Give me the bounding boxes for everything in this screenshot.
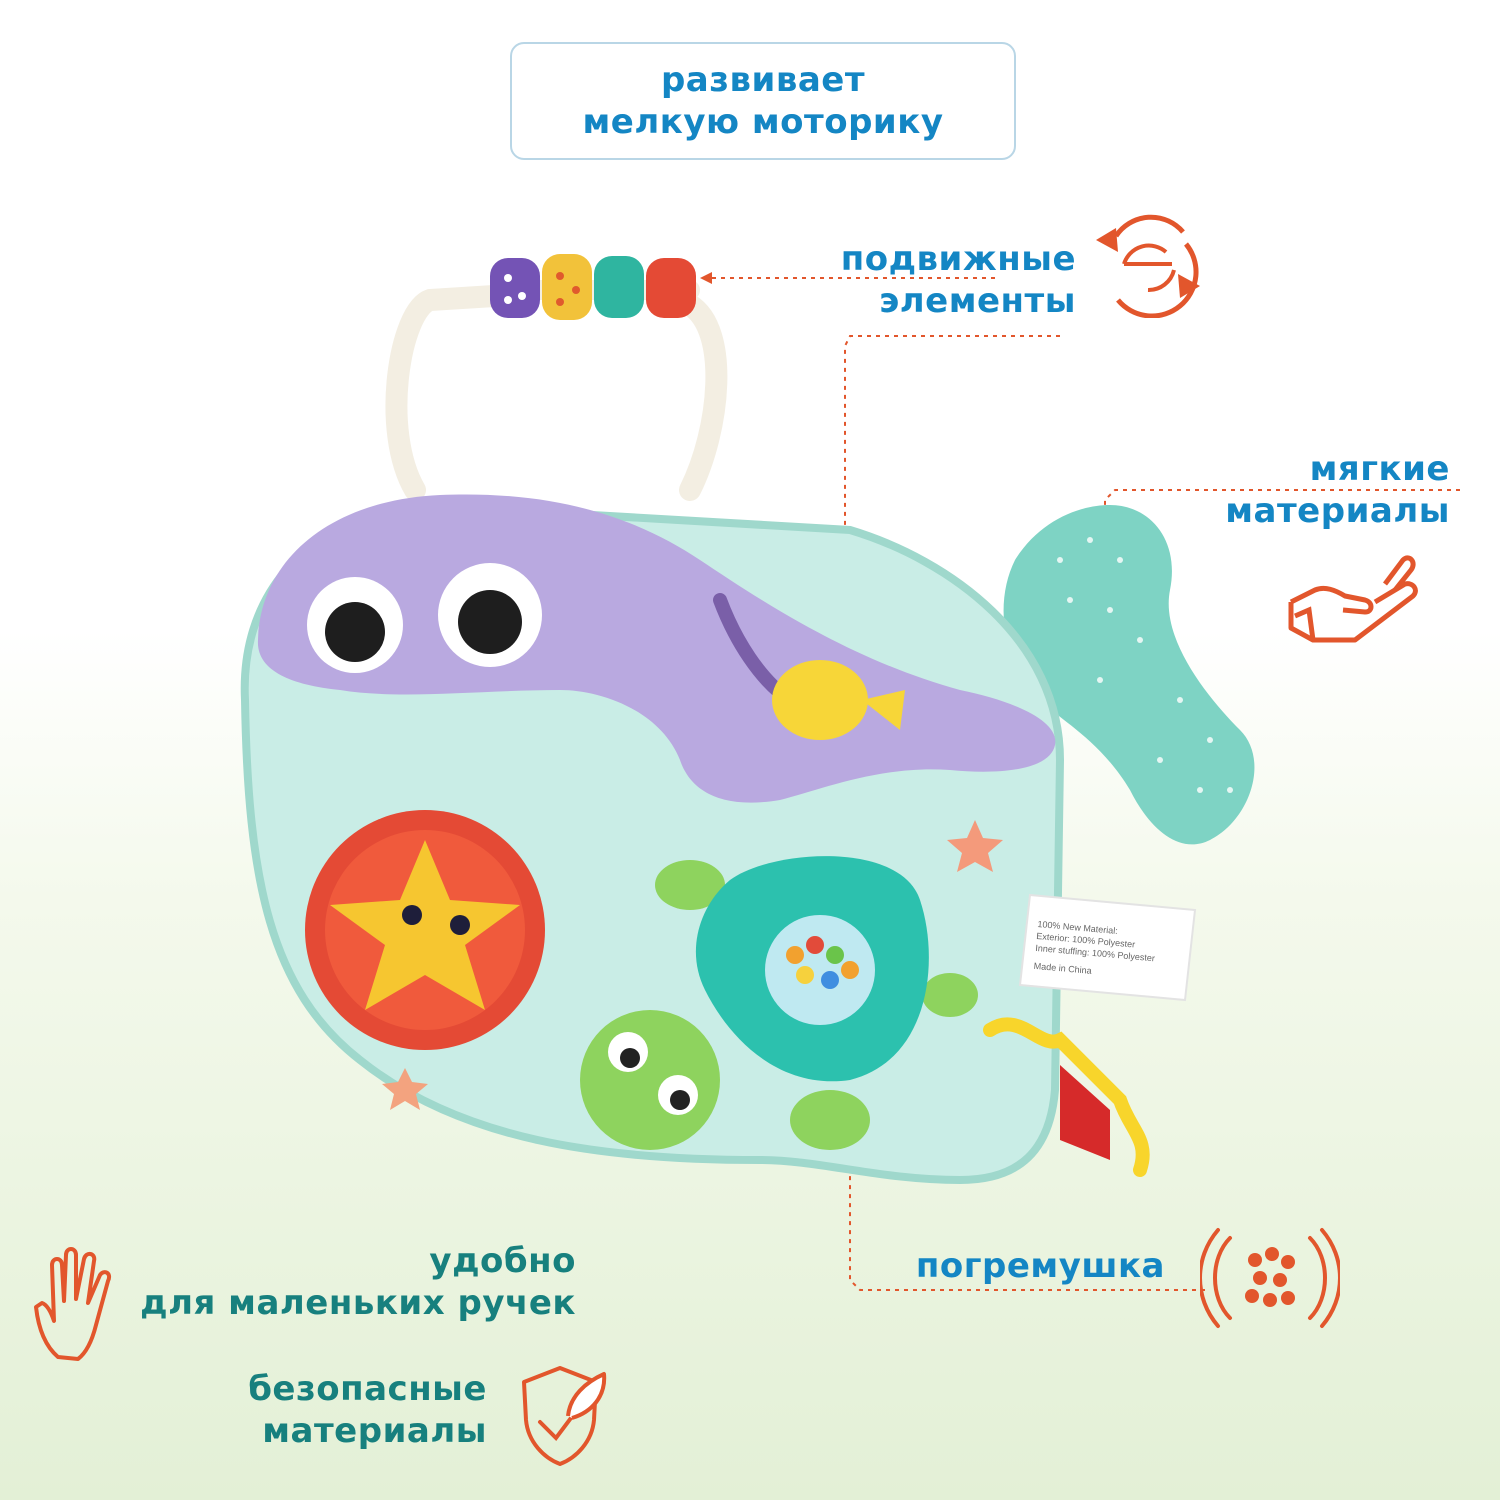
moving-parts-line2: элементы — [879, 281, 1076, 321]
headline-line2: мелкую моторику — [582, 102, 944, 142]
feature-moving-parts-label: подвижные элементы — [800, 238, 1076, 322]
small-hands-line2: для маленьких ручек — [140, 1283, 576, 1323]
headline-box: развивает мелкую моторику — [510, 42, 1016, 160]
small-hands-line1: удобно — [429, 1241, 576, 1281]
rattle-sound-icon — [1200, 1228, 1340, 1328]
soft-materials-line2: материалы — [1225, 491, 1450, 531]
headline-line1: развивает — [660, 60, 866, 100]
soft-materials-line1: мягкие — [1309, 449, 1450, 489]
hand-icon — [34, 1247, 111, 1361]
feature-rattle-label: погремушка — [880, 1245, 1165, 1287]
feature-soft-materials-label: мягкие материалы — [1160, 448, 1450, 532]
moving-parts-line1: подвижные — [840, 239, 1076, 279]
hand-heart-icon — [1288, 555, 1418, 643]
rotate-arrows-icon — [1096, 214, 1200, 318]
rattle-label: погремушка — [915, 1246, 1165, 1286]
feature-safe-materials-label: безопасные материалы — [200, 1368, 487, 1452]
safe-materials-line2: материалы — [262, 1411, 487, 1451]
feature-small-hands-label: удобно для маленьких ручек — [110, 1240, 576, 1324]
safe-materials-line1: безопасные — [248, 1369, 487, 1409]
shield-leaf-icon — [522, 1366, 607, 1466]
